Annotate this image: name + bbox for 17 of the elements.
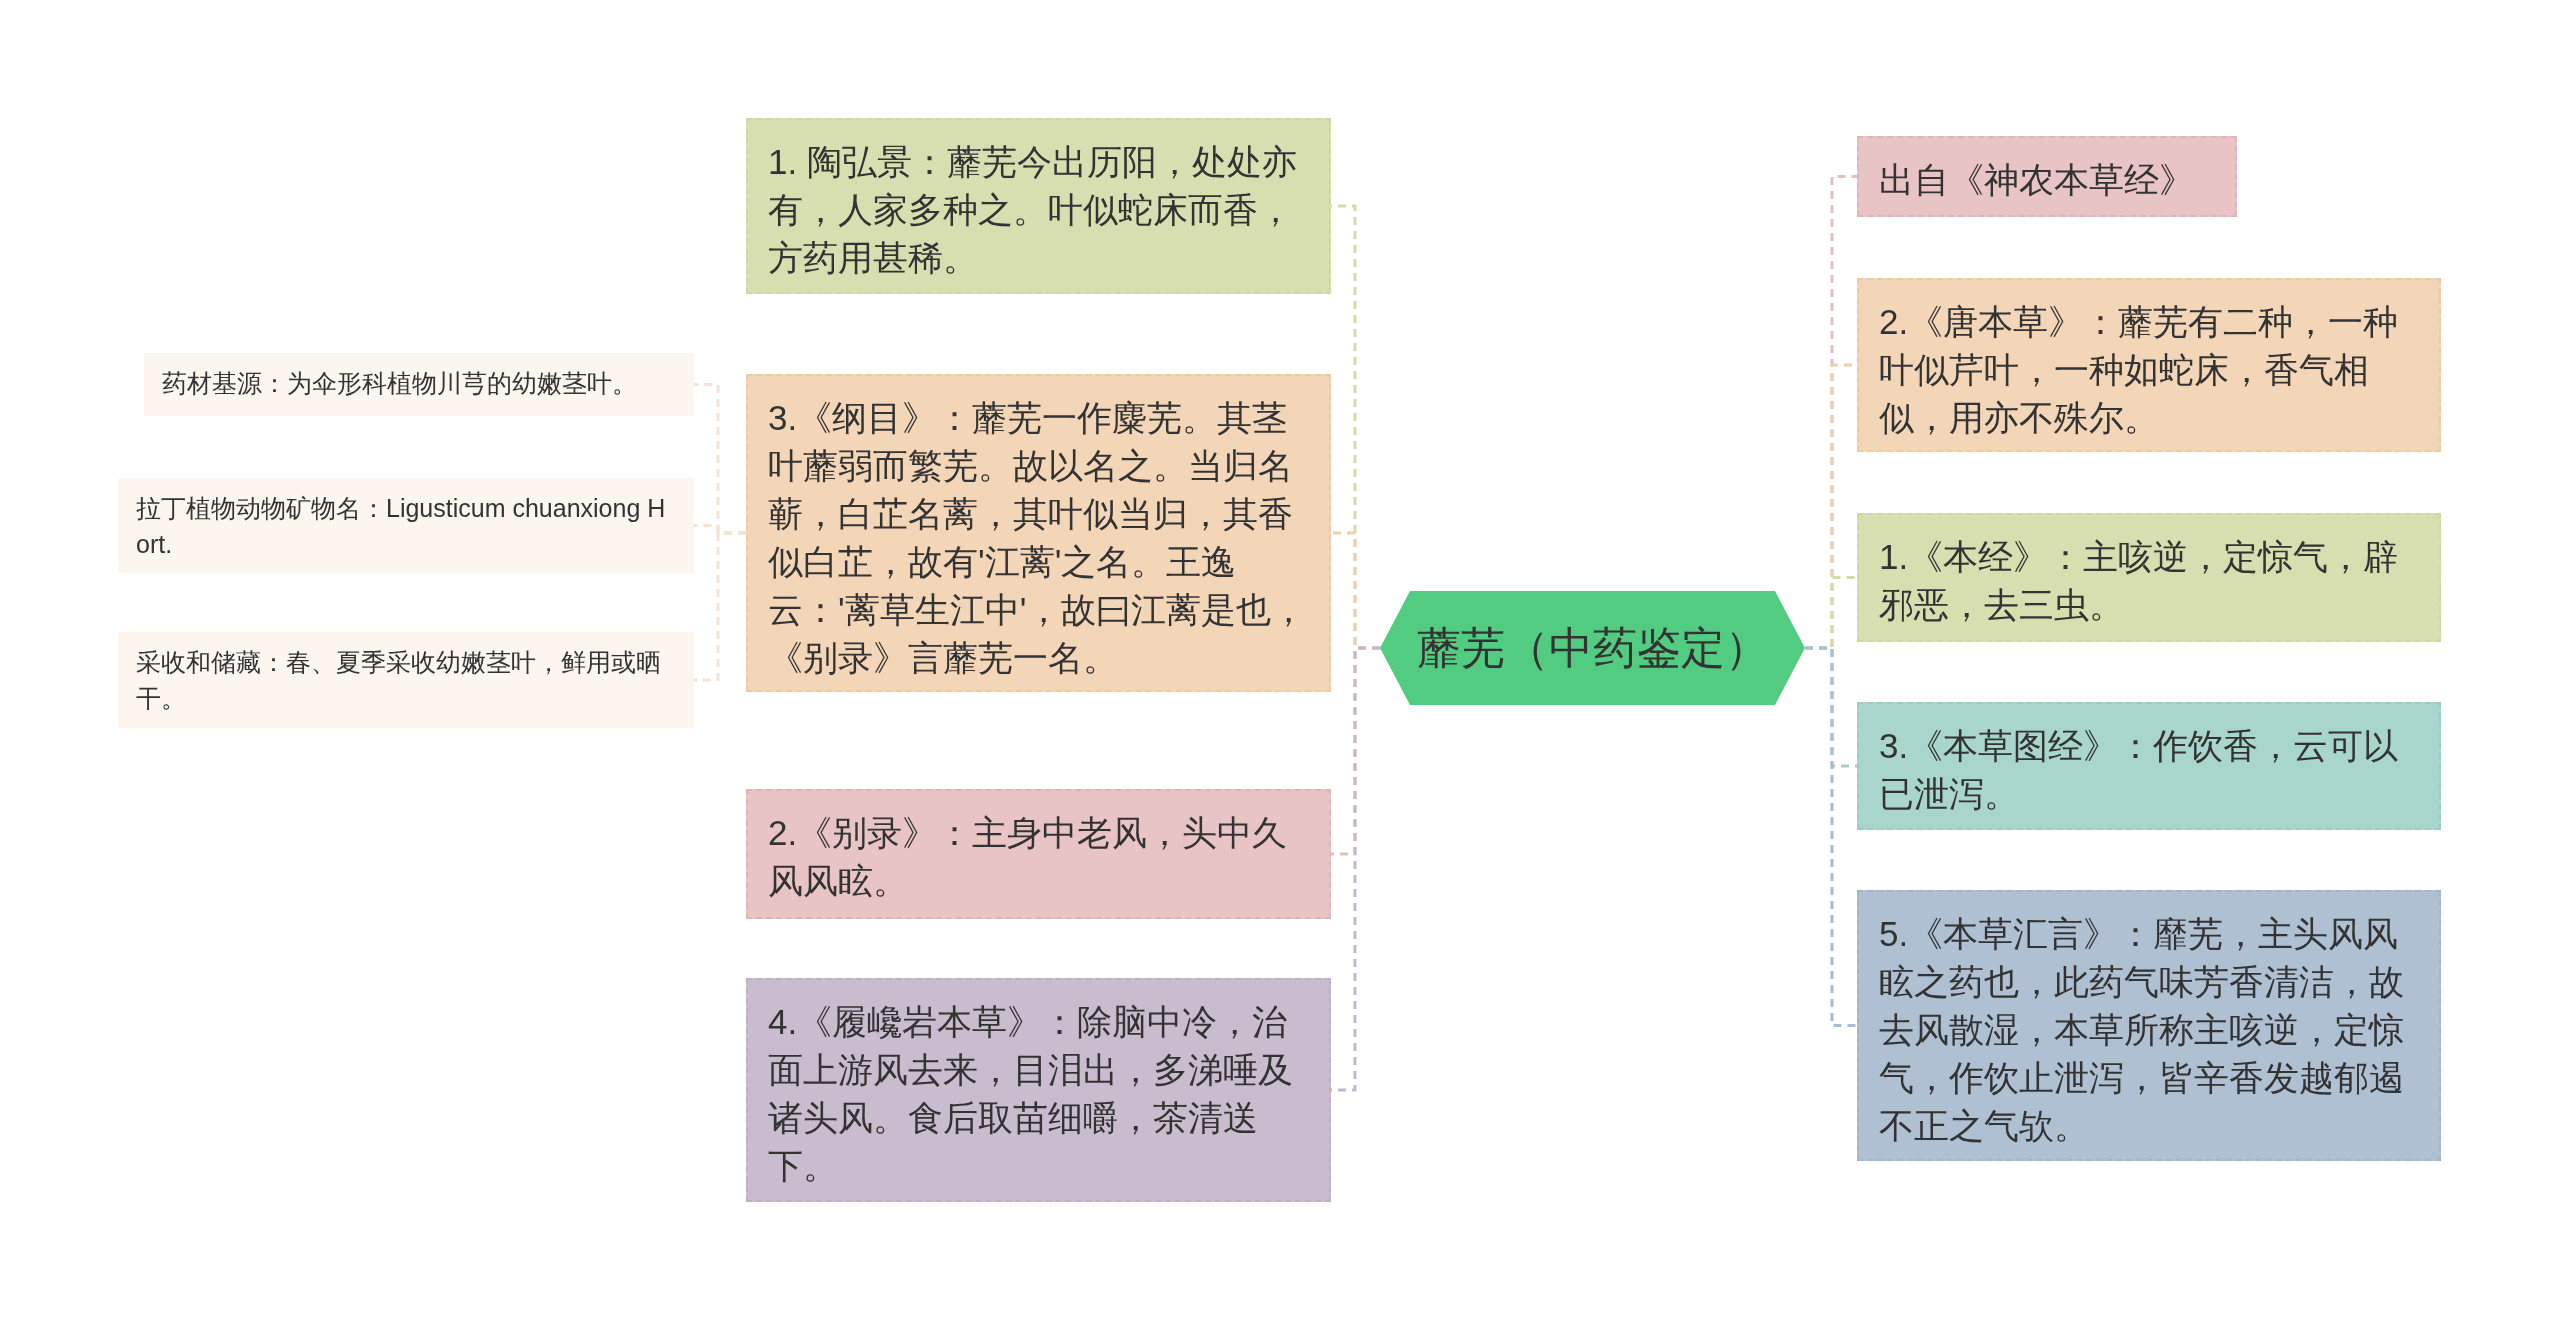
topic-box: 出自《神农本草经》 — [1857, 136, 2237, 217]
topic-box: 1. 陶弘景：蘼芜今出历阳，处处亦有，人家多种之。叶似蛇床而香，方药用甚稀。 — [746, 118, 1331, 294]
connector — [1805, 646, 1857, 1027]
topic-title: 蘼芜（中药鉴定） — [1416, 621, 1769, 674]
connector — [694, 531, 746, 682]
note-box: 采收和储藏：春、夏季采收幼嫩茎叶，鲜用或晒干。 — [118, 632, 694, 728]
connector — [1331, 646, 1380, 1092]
topic-box: 1.《本经》：主咳逆，定惊气，辟邪恶，去三虫。 — [1857, 513, 2441, 642]
topic-box: 5.《本草汇言》：靡芜，主头风风眩之药也，此药气味芳香清洁，故去风散湿，本草所称主咳逆，定惊气，作饮止泄泻，皆辛香发越郁遏不正之气欤。 — [1857, 890, 2441, 1161]
topic-box: 3.《纲目》：蘼芜一作麋芜。其茎叶蘼弱而繁芜。故以名之。当归名蕲，白芷名蓠，其叶似当归，其香似白芷，故有'江蓠'之名。王逸云：'蓠草生江中'，故曰江蓠是也，《别录》言蘼芜一名。 — [746, 374, 1331, 692]
hexagon-node — [1380, 591, 1805, 705]
topic-box: 2.《别录》：主身中老风，头中久风风眩。 — [746, 789, 1331, 919]
topic-box: 3.《本草图经》：作饮香，云可以已泄泻。 — [1857, 702, 2441, 830]
note-box: 药材基源：为伞形科植物川芎的幼嫩茎叶。 — [144, 353, 694, 416]
topic-box: 4.《履巉岩本草》：除脑中冷，治面上游风去来，目泪出，多涕唾及诸头风。食后取苗细嚼，茶清送下。 — [746, 978, 1331, 1202]
note-box: 拉丁植物动物矿物名：Ligusticum chuanxiong Hort. — [118, 478, 694, 573]
topic-box: 2.《唐本草》：蘼芜有二种，一种叶似芹叶，一种如蛇床，香气相似，用亦不殊尔。 — [1857, 278, 2441, 452]
